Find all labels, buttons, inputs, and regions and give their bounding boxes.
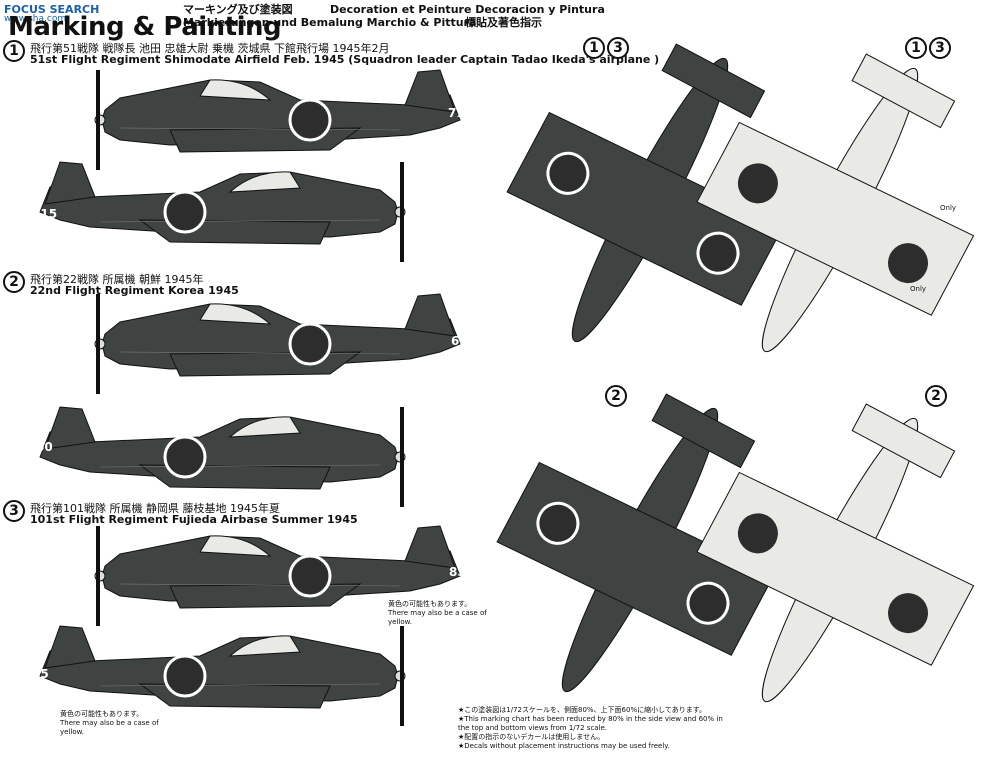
aircraft-2-right-side (38, 405, 407, 509)
aircraft-1-left-side (93, 68, 462, 172)
code-60-right: 60 (36, 440, 53, 454)
aircraft-top-view-2 (496, 393, 775, 693)
section-1-number: 1 (3, 40, 25, 62)
watermark-url: www.sha.com (4, 14, 67, 24)
aircraft-top-view-1 (506, 43, 785, 343)
page-title: Marking & Painting (8, 12, 282, 42)
aircraft-3-right-side (38, 624, 407, 728)
section-3-number: 3 (3, 500, 25, 522)
footer-notes: ★この塗装図は1/72スケールを、側面80%、上下面60%に縮小してあります。 … (458, 706, 728, 751)
section-3-jp: 飛行第101戦隊 所属機 静岡県 藤枝基地 1945年夏 (30, 502, 280, 515)
yellow-note-1: 黄色の可能性もあります。There may also be a case of … (388, 600, 487, 626)
aircraft-1-right-side (38, 160, 407, 264)
section-2-en: 22nd Flight Regiment Korea 1945 (30, 284, 239, 297)
footer-note-2: ★This marking chart has been reduced by … (458, 715, 723, 732)
section-3-heading: 3 (3, 500, 27, 522)
section-3-en: 101st Flight Regiment Fujieda Airbase Su… (30, 513, 358, 526)
section-1-en: 51st Flight Regiment Shimodate Airfield … (30, 53, 660, 66)
header-cn: 標貼及著色指示 (465, 16, 542, 29)
footer-note-4: ★Decals without placement instructions m… (458, 742, 670, 750)
section-2-jp: 飛行第22戦隊 所属機 朝鮮 1945年 (30, 273, 204, 286)
aircraft-2-left-side (93, 292, 462, 396)
aircraft-bottom-view-1 (696, 53, 975, 353)
aircraft-bottom-view-2 (696, 403, 975, 703)
section-1-heading: 1 (3, 40, 27, 62)
code-715-right: 715 (32, 207, 58, 221)
code-60-left: 60 (451, 334, 468, 348)
section-1-jp: 飛行第51戦隊 戦隊長 池田 忠雄大尉 乗機 茨城県 下館飛行場 1945年2月 (30, 42, 390, 55)
plan-badge-bottom-2: 2 (925, 385, 949, 407)
yellow-note-2: 黄色の可能性もあります。There may also be a case of … (60, 710, 159, 736)
section-2-heading: 2 (3, 271, 27, 293)
only-label: Only (940, 204, 957, 212)
footer-note-3: ★配置の指示のないデカールは使用しません。 (458, 733, 605, 741)
section-2-number: 2 (3, 271, 25, 293)
watermark-logo: FOCUS SEARCH (4, 3, 100, 16)
footer-note-1: ★この塗装図は1/72スケールを、側面80%、上下面60%に縮小してあります。 (458, 706, 706, 714)
code-85-left: 85 (449, 565, 466, 579)
code-85-right: 85 (32, 667, 49, 681)
header-fr-es: Decoration et Peinture Decoracion y Pint… (330, 3, 605, 16)
plan-badge-top-2: 2 (605, 385, 629, 407)
aircraft-3-left-side (93, 524, 462, 628)
header-jp: マーキング及び塗装図 (183, 3, 293, 16)
only-label-2: Only (910, 285, 927, 293)
header-de-it: Markierungen und Bemalung Marchio & Pitt… (183, 16, 477, 29)
code-715-left: 715 (448, 106, 474, 120)
